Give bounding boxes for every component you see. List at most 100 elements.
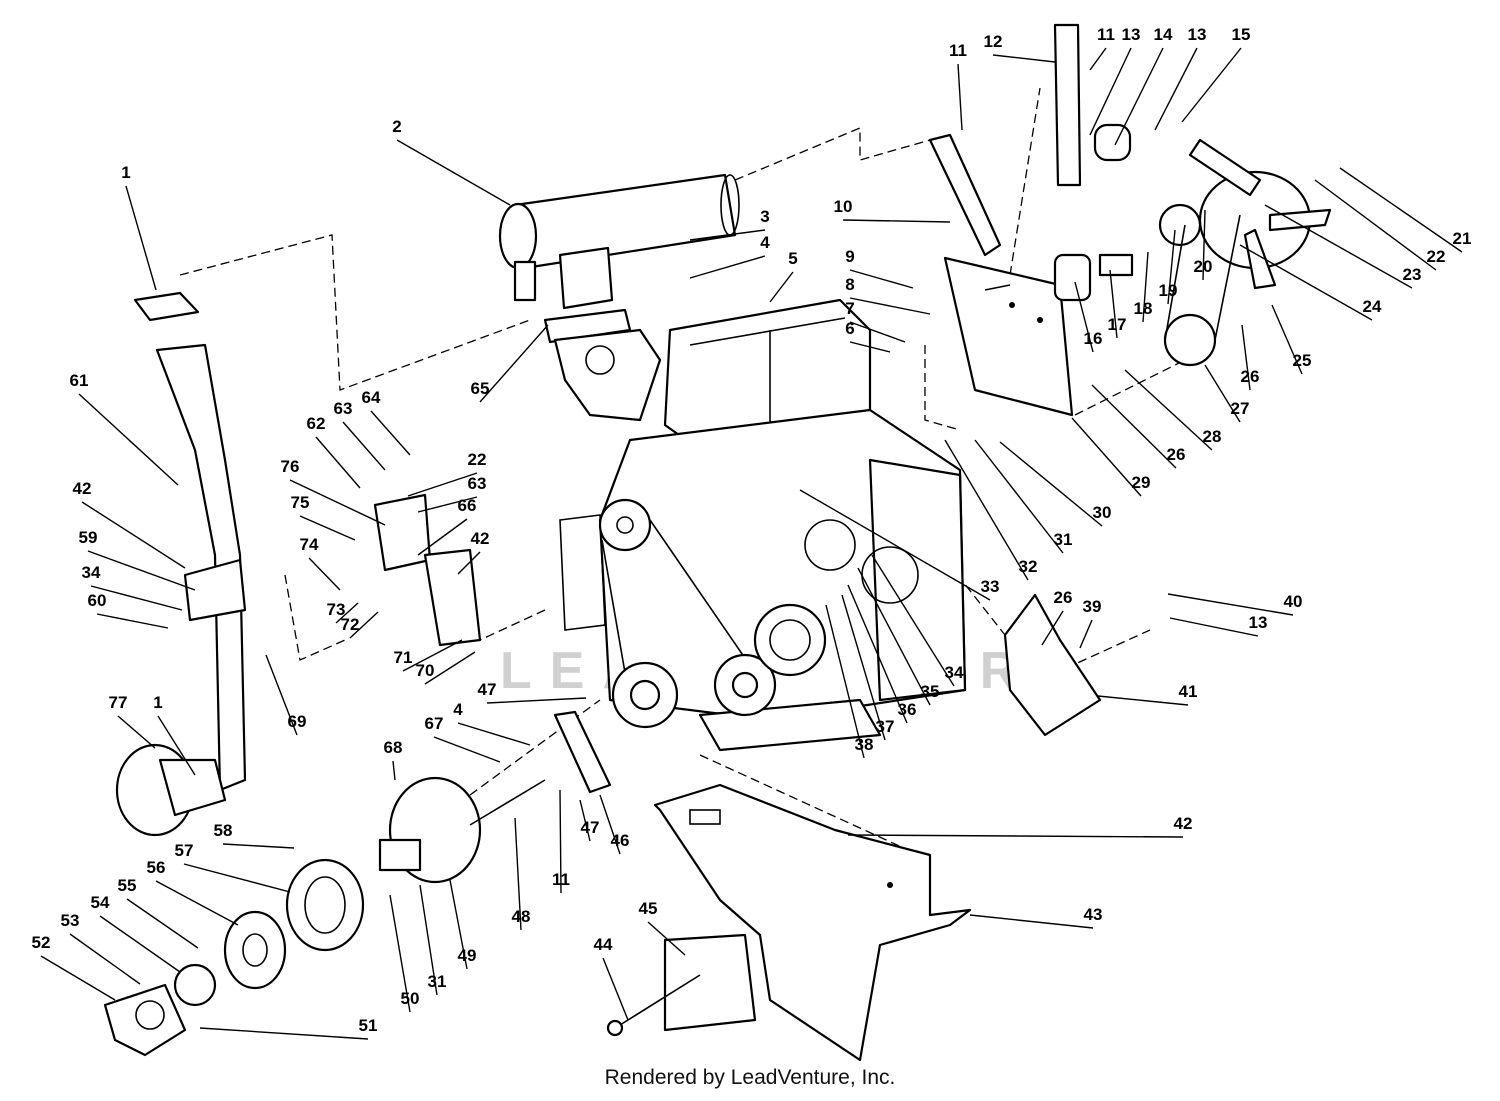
- callout-c4a: 4: [760, 233, 770, 252]
- callout-c36: 36: [898, 700, 917, 719]
- callout-c14: 14: [1154, 25, 1173, 44]
- leader-line-c58: [222, 843, 295, 849]
- leader-line-c28: [1124, 369, 1213, 451]
- callout-c45: 45: [639, 899, 658, 918]
- leader-line-c51: [199, 1027, 369, 1040]
- callout-c58: 58: [214, 821, 233, 840]
- callout-c34b: 34: [82, 563, 101, 582]
- leader-line-c77: [117, 715, 156, 749]
- callout-c11a: 11: [949, 41, 967, 60]
- callout-c47b: 47: [581, 818, 600, 837]
- leader-line-c43: [969, 914, 1094, 929]
- callout-c4b: 4: [453, 700, 463, 719]
- leader-line-c40: [1167, 593, 1294, 616]
- leader-line-c47a: [486, 697, 587, 704]
- leader-line-c56: [155, 880, 239, 926]
- leader-line-c75: [299, 515, 356, 541]
- leader-line-c42a: [81, 501, 186, 569]
- leader-line-c30: [999, 441, 1103, 527]
- leader-line-c35: [857, 567, 931, 706]
- leader-line-c20: [1202, 209, 1206, 281]
- exhaust-pipe: [133, 291, 247, 792]
- callout-c13b: 13: [1188, 25, 1207, 44]
- callout-c26c: 26: [1054, 588, 1073, 607]
- leader-line-c67: [433, 736, 501, 763]
- callout-c35: 35: [921, 682, 940, 701]
- front-pulleys-and-belt: [598, 498, 827, 729]
- leader-line-c69: [265, 654, 298, 736]
- leader-line-c5: [769, 271, 794, 303]
- callout-c67: 67: [425, 714, 444, 733]
- leader-line-c11c: [559, 789, 562, 894]
- callout-c6: 6: [845, 319, 854, 338]
- callout-c59: 59: [79, 528, 98, 547]
- leader-line-c31a: [974, 439, 1064, 554]
- mounting-plate: [943, 256, 1074, 417]
- leader-line-c13b: [1154, 47, 1198, 131]
- callout-c66: 66: [458, 496, 477, 515]
- leader-line-c48: [514, 817, 522, 931]
- callout-c72: 72: [341, 615, 360, 634]
- leader-line-c53: [69, 933, 141, 985]
- callout-c64: 64: [362, 388, 381, 407]
- callout-c55: 55: [118, 876, 137, 895]
- leader-line-c70: [424, 651, 476, 685]
- leader-line-c24: [1239, 244, 1373, 321]
- callout-c76: 76: [281, 457, 300, 476]
- callout-c12: 12: [984, 32, 1003, 51]
- pad-45: [606, 933, 757, 1037]
- leader-line-c10: [842, 219, 951, 223]
- leader-line-c50: [389, 894, 411, 1013]
- leader-line-c33: [799, 489, 991, 601]
- leader-line-c11b: [1089, 47, 1107, 71]
- callout-c48: 48: [512, 907, 531, 926]
- callout-c16: 16: [1084, 329, 1103, 348]
- leader-line-c73: [335, 602, 359, 624]
- callout-c52: 52: [32, 933, 51, 952]
- callout-c57: 57: [175, 841, 194, 860]
- callout-c39: 39: [1083, 597, 1102, 616]
- leader-line-c45: [647, 921, 686, 956]
- bearing-stack: [103, 858, 365, 1057]
- leader-line-c37: [841, 594, 886, 741]
- callout-c27: 27: [1231, 399, 1250, 418]
- exhaust-manifold: [553, 328, 662, 422]
- callout-c73: 73: [327, 600, 346, 619]
- leader-line-c9: [849, 269, 914, 289]
- leader-line-c6: [849, 341, 891, 353]
- callout-c23: 23: [1403, 265, 1422, 284]
- leader-line-c65: [479, 324, 549, 403]
- leader-line-c39: [1079, 619, 1093, 649]
- callout-c50: 50: [401, 989, 420, 1008]
- callout-c26a: 26: [1241, 367, 1260, 386]
- leader-line-c66: [417, 518, 468, 556]
- callout-c31b: 31: [428, 972, 447, 991]
- leader-line-c13c: [1169, 617, 1259, 637]
- callout-c5: 5: [788, 249, 797, 268]
- callout-c33: 33: [981, 577, 1000, 596]
- callout-c15: 15: [1232, 25, 1251, 44]
- small-muffler: [115, 743, 227, 837]
- mount-bracket-41: [1003, 593, 1102, 737]
- callout-c32: 32: [1019, 557, 1038, 576]
- leader-line-c14: [1114, 47, 1164, 146]
- leader-line-c42b: [457, 551, 481, 575]
- callout-c60: 60: [88, 591, 107, 610]
- leader-line-c52: [40, 955, 116, 1001]
- leader-line-c64: [370, 410, 411, 456]
- engine-block: [559, 298, 967, 752]
- leader-line-c21: [1339, 167, 1463, 253]
- callout-c43: 43: [1084, 905, 1103, 924]
- leader-line-c34b: [90, 585, 183, 611]
- callout-c63a: 63: [334, 399, 353, 418]
- leader-line-c15: [1181, 47, 1242, 123]
- leader-line-c16: [1074, 281, 1094, 353]
- callout-c68: 68: [384, 738, 403, 757]
- callout-c29: 29: [1132, 473, 1151, 492]
- leader-line-c76: [289, 479, 386, 526]
- leader-line-c27: [1204, 364, 1241, 423]
- callout-c3: 3: [760, 207, 769, 226]
- callout-c74: 74: [300, 535, 319, 554]
- callout-c13a: 13: [1122, 25, 1141, 44]
